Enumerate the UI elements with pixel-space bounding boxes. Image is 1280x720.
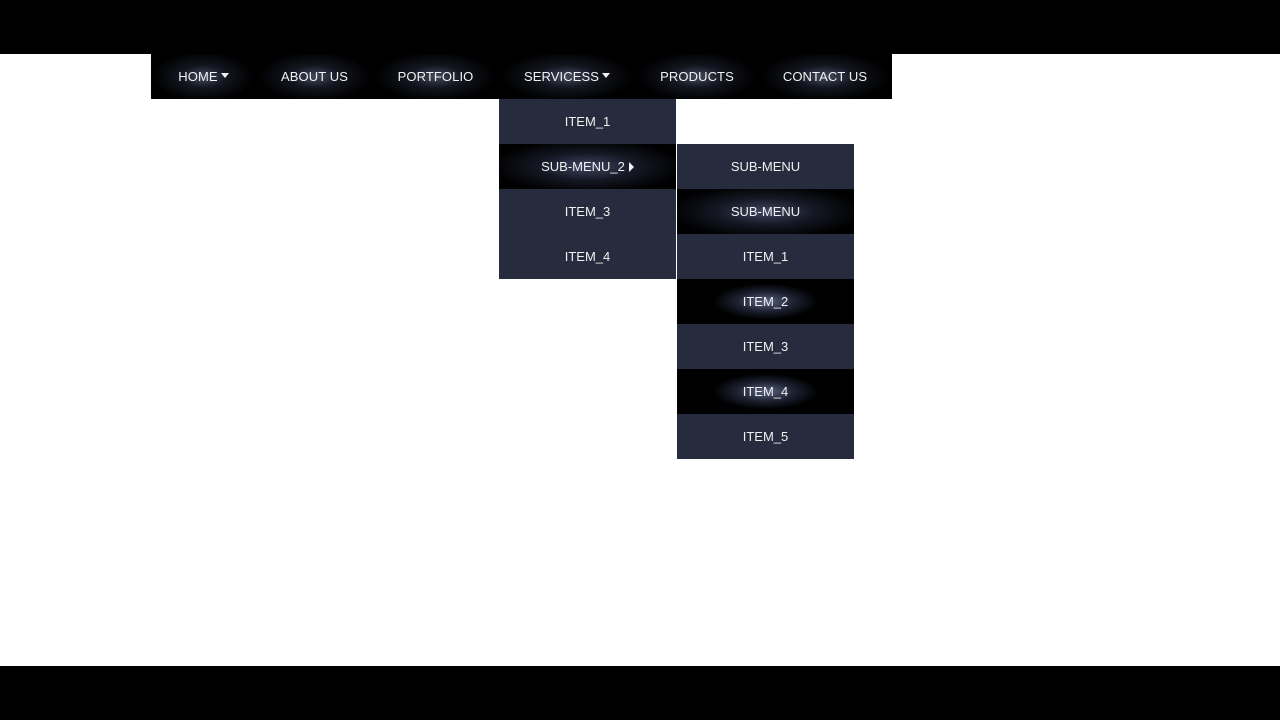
submenu-item-3[interactable]: ITEM_1	[677, 234, 854, 279]
submenu-item-label: ITEM_2	[742, 294, 789, 309]
nav-item-label: CONTACT US	[782, 69, 868, 84]
dropdown-item-4[interactable]: ITEM_4	[499, 234, 676, 279]
page-content: HOME ABOUT US PORTFOLIO SERVICESS PRODUC…	[0, 54, 1280, 666]
dropdown-item-label: ITEM_4	[564, 249, 611, 264]
submenu-item-1[interactable]: SUB-MENU	[677, 144, 854, 189]
chevron-down-icon	[602, 73, 611, 78]
submenu-item-6[interactable]: ITEM_4	[677, 369, 854, 414]
submenu-item-label: SUB-MENU	[730, 204, 801, 219]
nav-item-contact-us[interactable]: CONTACT US	[758, 54, 892, 99]
nav-item-services[interactable]: SERVICESS	[498, 54, 636, 99]
dropdown-item-3[interactable]: ITEM_3	[499, 189, 676, 234]
main-navigation: HOME ABOUT US PORTFOLIO SERVICESS PRODUC…	[151, 54, 892, 99]
submenu-item-7[interactable]: ITEM_5	[677, 414, 854, 459]
nav-item-products[interactable]: PRODUCTS	[636, 54, 758, 99]
nav-item-home[interactable]: HOME	[151, 54, 256, 99]
dropdown-item-submenu-2[interactable]: SUB-MENU_2	[499, 144, 676, 189]
dropdown-item-1[interactable]: ITEM_1	[499, 99, 676, 144]
submenu-dropdown: SUB-MENU SUB-MENU ITEM_1 ITEM_2 ITEM_3 I…	[677, 144, 854, 459]
dropdown-item-label: ITEM_1	[564, 114, 611, 129]
submenu-item-label: ITEM_3	[742, 339, 789, 354]
services-dropdown: ITEM_1 SUB-MENU_2 ITEM_3 ITEM_4	[499, 99, 676, 279]
nav-item-label: HOME	[178, 69, 218, 84]
dropdown-item-label: SUB-MENU_2	[541, 159, 625, 174]
chevron-right-icon	[628, 161, 634, 172]
dropdown-item-label: ITEM_3	[564, 204, 611, 219]
nav-item-label: SERVICESS	[523, 69, 600, 84]
nav-item-label: PRODUCTS	[660, 69, 734, 84]
submenu-item-2[interactable]: SUB-MENU	[677, 189, 854, 234]
nav-item-portfolio[interactable]: PORTFOLIO	[373, 54, 498, 99]
submenu-item-4[interactable]: ITEM_2	[677, 279, 854, 324]
nav-item-label: ABOUT US	[280, 69, 349, 84]
submenu-item-label: SUB-MENU	[730, 159, 801, 174]
chevron-down-icon	[220, 73, 229, 78]
nav-item-label: PORTFOLIO	[397, 69, 474, 84]
nav-item-about-us[interactable]: ABOUT US	[256, 54, 373, 99]
submenu-item-label: ITEM_4	[742, 384, 789, 399]
submenu-item-label: ITEM_1	[742, 249, 789, 264]
submenu-item-label: ITEM_5	[742, 429, 789, 444]
submenu-item-5[interactable]: ITEM_3	[677, 324, 854, 369]
